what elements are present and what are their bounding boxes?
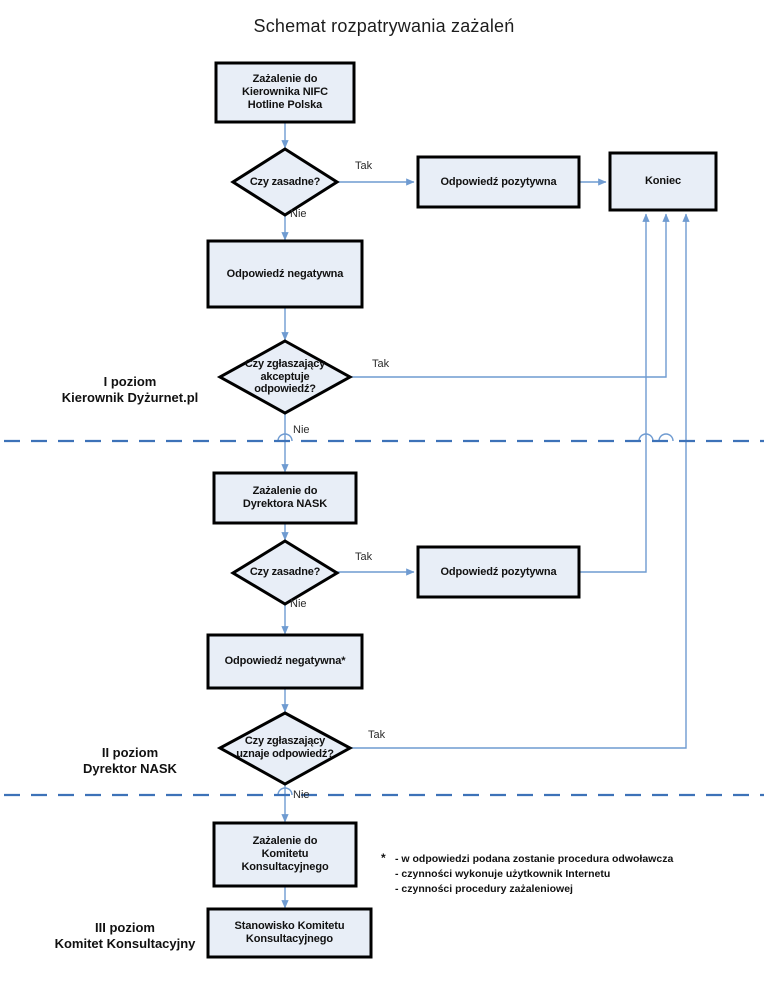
edge-label-yes-recognizes: Tak: [368, 729, 386, 741]
label-committee-position: Stanowisko Komitetu Konsultacyjnego: [234, 920, 345, 945]
label-decision-recognizes: Czy zgłaszający uznaje odpowiedź?: [236, 735, 334, 760]
label-decision-justified-2: Czy zasadne?: [249, 566, 321, 579]
diamond-justified-2: [230, 539, 340, 606]
edge-label-no-1: Nie: [290, 208, 307, 220]
diamond-recognizes: [216, 711, 354, 786]
label-end: Koniec: [644, 175, 682, 188]
label-decision-accepts: Czy zgłaszający akceptuje odpowiedź?: [244, 357, 326, 396]
connector-positive2-to-end: [579, 213, 650, 573]
level-label-3: III poziom Komitet Konsultacyjny: [54, 920, 196, 952]
level-label-1: I poziom Kierownik Dyżurnet.pl: [61, 374, 199, 406]
edge-label-no-accepts: Nie: [293, 424, 310, 436]
edge-label-yes-2: Tak: [355, 551, 373, 563]
diamond-justified-1: [230, 147, 340, 217]
line-hop-center-2: [277, 787, 293, 796]
box-end: [608, 151, 718, 212]
page-title: Schemat rozpatrywania zażaleń: [253, 16, 515, 36]
line-hop-rail1: [658, 433, 674, 442]
box-committee-position: [206, 907, 373, 959]
connector-recognize-yes-to-end: [350, 213, 690, 749]
level-label-2: II poziom Dyrektor NASK: [83, 745, 177, 777]
box-complaint-director: [212, 471, 358, 525]
label-negative-answer-1: Odpowiedź negatywna: [226, 267, 344, 280]
label-complaint-committee: Zażalenie do Komitetu Konsultacyjnego: [241, 835, 329, 873]
footnote-text: - w odpowiedzi podana zostanie procedura…: [395, 853, 674, 896]
edge-label-yes-accepts: Tak: [372, 358, 390, 370]
footnote-marker: *: [381, 851, 386, 865]
box-start-complaint: [214, 61, 356, 124]
label-positive-answer-1: Odpowiedź pozytywna: [440, 175, 557, 188]
box-positive-answer-1: [416, 155, 581, 209]
label-complaint-director: Zażalenie do Dyrektora NASK: [242, 485, 328, 510]
label-start-complaint: Zażalenie do Kierownika NIFC Hotline Pol…: [242, 73, 328, 111]
edge-label-no-recognizes: Nie: [293, 789, 310, 801]
decision-diamonds: [216, 147, 354, 786]
line-hop-rail2: [638, 433, 654, 442]
edge-label-yes-1: Tak: [355, 160, 373, 172]
label-decision-justified-1: Czy zasadne?: [249, 175, 321, 188]
label-positive-answer-2: Odpowiedź pozytywna: [440, 565, 557, 578]
box-negative-answer-2: [206, 633, 364, 690]
process-boxes: [206, 61, 718, 959]
diamond-accepts: [216, 339, 354, 415]
box-positive-answer-2: [416, 545, 581, 599]
box-negative-answer-1: [206, 239, 364, 309]
edge-label-no-2: Nie: [290, 598, 307, 610]
connector-accept-yes-to-end: [350, 213, 670, 378]
line-hop-center-1: [277, 433, 293, 442]
label-negative-answer-2: Odpowiedź negatywna*: [224, 655, 346, 668]
box-complaint-committee: [212, 821, 358, 888]
